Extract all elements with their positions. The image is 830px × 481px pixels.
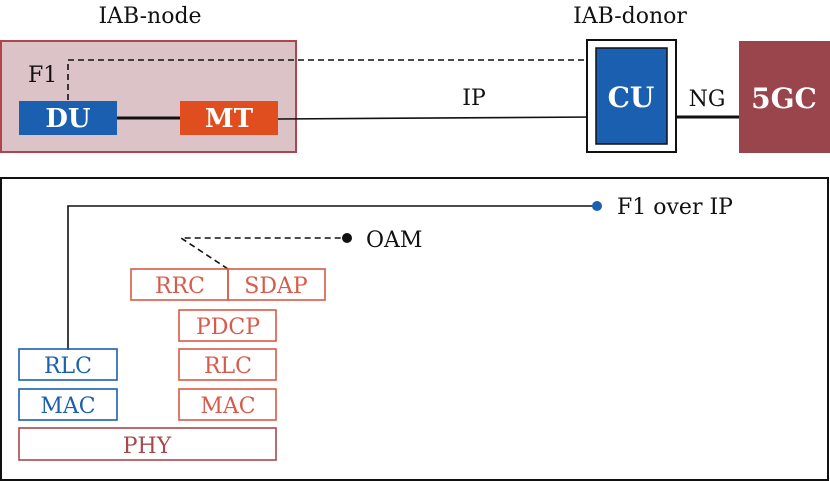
core-5gc-block: [739, 41, 830, 153]
mt-rlc-label: RLC: [204, 354, 252, 379]
mt-mac-label: MAC: [200, 394, 255, 419]
iab-node-title: IAB-node: [98, 4, 201, 29]
ip-label: IP: [462, 86, 486, 111]
mt-rrc-label: RRC: [155, 274, 205, 299]
mt-rlc-box: [178, 348, 277, 381]
iab-donor-title: IAB-donor: [573, 4, 687, 29]
du-mac-box: [18, 388, 118, 421]
du-mac-label: MAC: [40, 394, 95, 419]
mt-pdcp-box: [178, 309, 277, 342]
phy-label: PHY: [123, 434, 172, 459]
du-rlc-label: RLC: [44, 354, 92, 379]
du-rlc-box: [18, 348, 118, 381]
f1-dashed-link: [67, 59, 600, 100]
ip-link: [277, 116, 597, 120]
core-5gc-label: 5GC: [751, 82, 817, 115]
iab-node-box: [0, 40, 297, 153]
cu-label: CU: [608, 81, 655, 114]
mt-label: MT: [205, 104, 254, 134]
du-label: DU: [45, 104, 91, 134]
ng-label: NG: [689, 87, 726, 112]
mt-block: [180, 101, 278, 135]
f1-over-ip-line: [67, 205, 596, 350]
protocol-stack-panel: [0, 177, 829, 481]
f1-over-ip-label: F1 over IP: [617, 195, 733, 220]
du-block: [19, 101, 117, 135]
mt-sdap-label: SDAP: [244, 274, 308, 299]
oam-dot: [342, 233, 352, 243]
phy-box: [18, 427, 277, 461]
oam-label: OAM: [366, 228, 422, 253]
mt-sdap-box: [227, 268, 326, 301]
cu-block: [595, 47, 668, 145]
mt-pdcp-label: PDCP: [196, 315, 260, 340]
mt-mac-box: [178, 388, 277, 421]
f1-label: F1: [28, 63, 57, 88]
f1-over-ip-dot: [592, 201, 602, 211]
